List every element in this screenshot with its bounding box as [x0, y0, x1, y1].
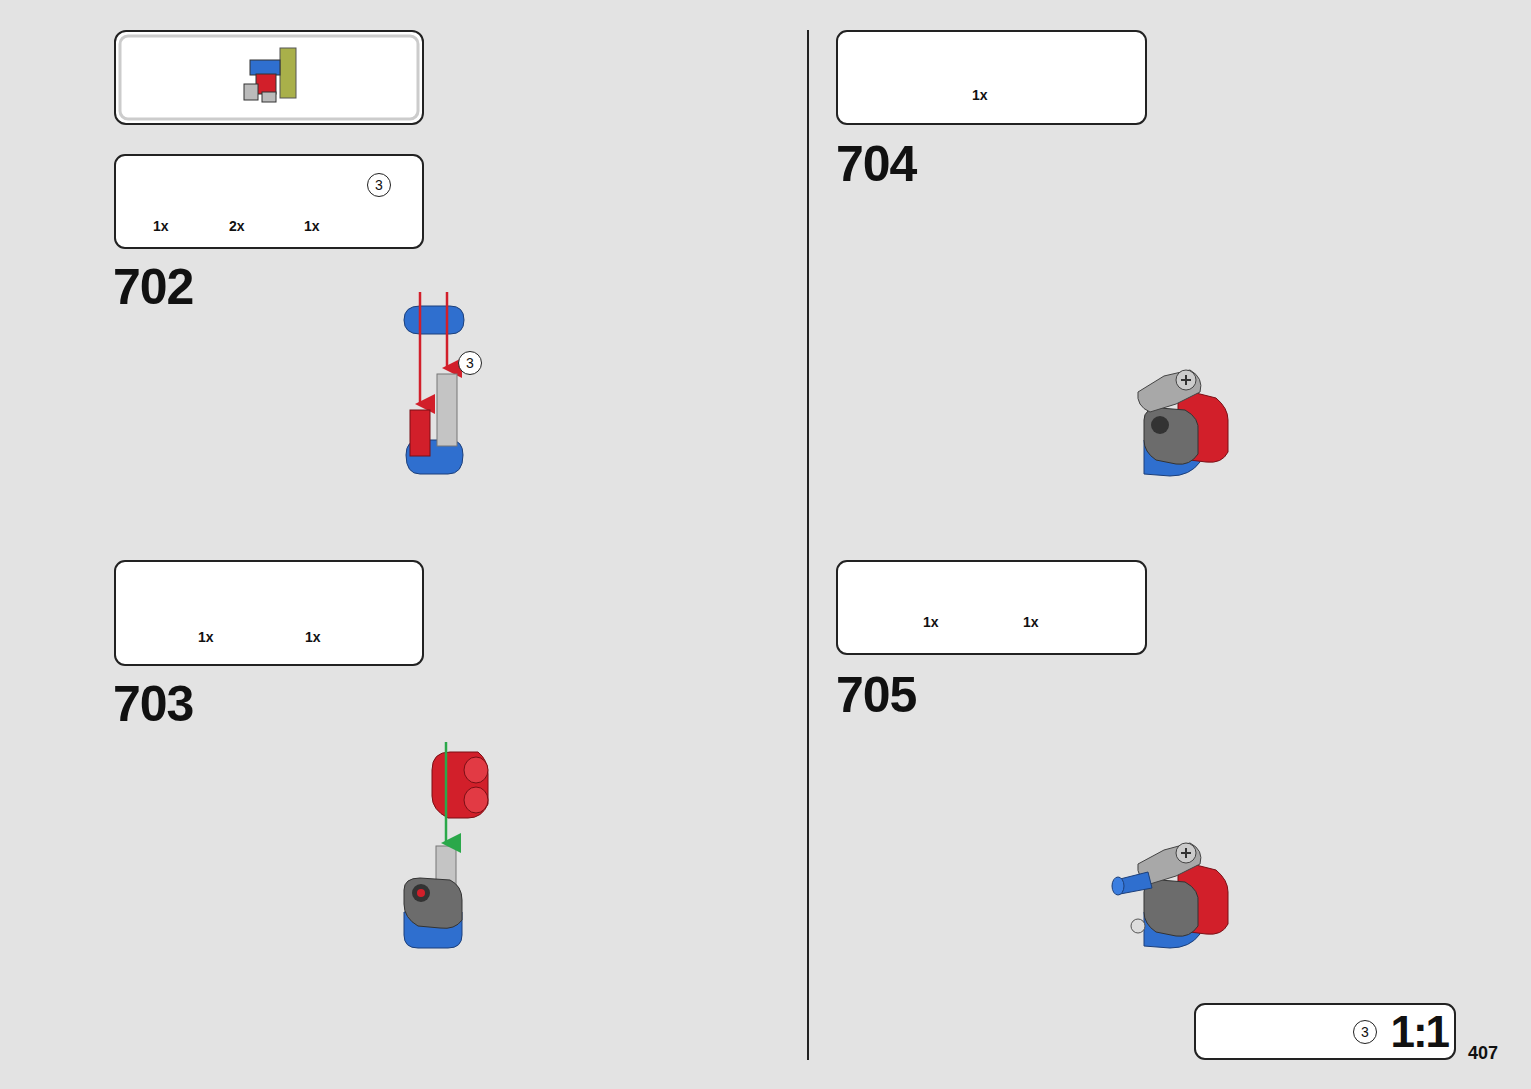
- part-quantity: 1x: [153, 218, 169, 234]
- callout-circle: 3: [458, 351, 482, 375]
- step-702-model: [404, 292, 464, 474]
- parts-callout: 1x: [836, 30, 1147, 125]
- step-704-model: [1138, 370, 1228, 476]
- step-number: 702: [113, 258, 193, 316]
- part-quantity: 1x: [304, 218, 320, 234]
- parts-callout: 1x 1x: [114, 560, 424, 666]
- parts-callout: 1x 2x 1x 3: [114, 154, 424, 249]
- scale-box: 1:1 3: [1194, 1003, 1456, 1060]
- step-705-model: [1112, 843, 1228, 948]
- step-number: 705: [836, 666, 916, 724]
- part-quantity: 2x: [229, 218, 245, 234]
- submodel-callout: [115, 31, 423, 124]
- part-quantity: 1x: [1023, 614, 1039, 630]
- divider: [807, 30, 809, 1060]
- page-number: 407: [1468, 1043, 1498, 1064]
- callout-number: 3: [1361, 1024, 1369, 1040]
- callout-circle: 3: [1353, 1020, 1377, 1044]
- step-number: 704: [836, 135, 916, 193]
- part-icons: [150, 60, 1062, 621]
- callout-number: 3: [375, 177, 383, 193]
- part-quantity: 1x: [972, 87, 988, 103]
- callout-circle: 3: [367, 173, 391, 197]
- part-quantity: 1x: [305, 629, 321, 645]
- callout-number: 3: [466, 355, 474, 371]
- part-quantity: 1x: [923, 614, 939, 630]
- step-number: 703: [113, 675, 193, 733]
- step-703-model: [404, 742, 488, 948]
- part-quantity: 1x: [198, 629, 214, 645]
- scale-ratio: 1:1: [1390, 1007, 1448, 1057]
- parts-callout: 1x 1x: [836, 560, 1147, 655]
